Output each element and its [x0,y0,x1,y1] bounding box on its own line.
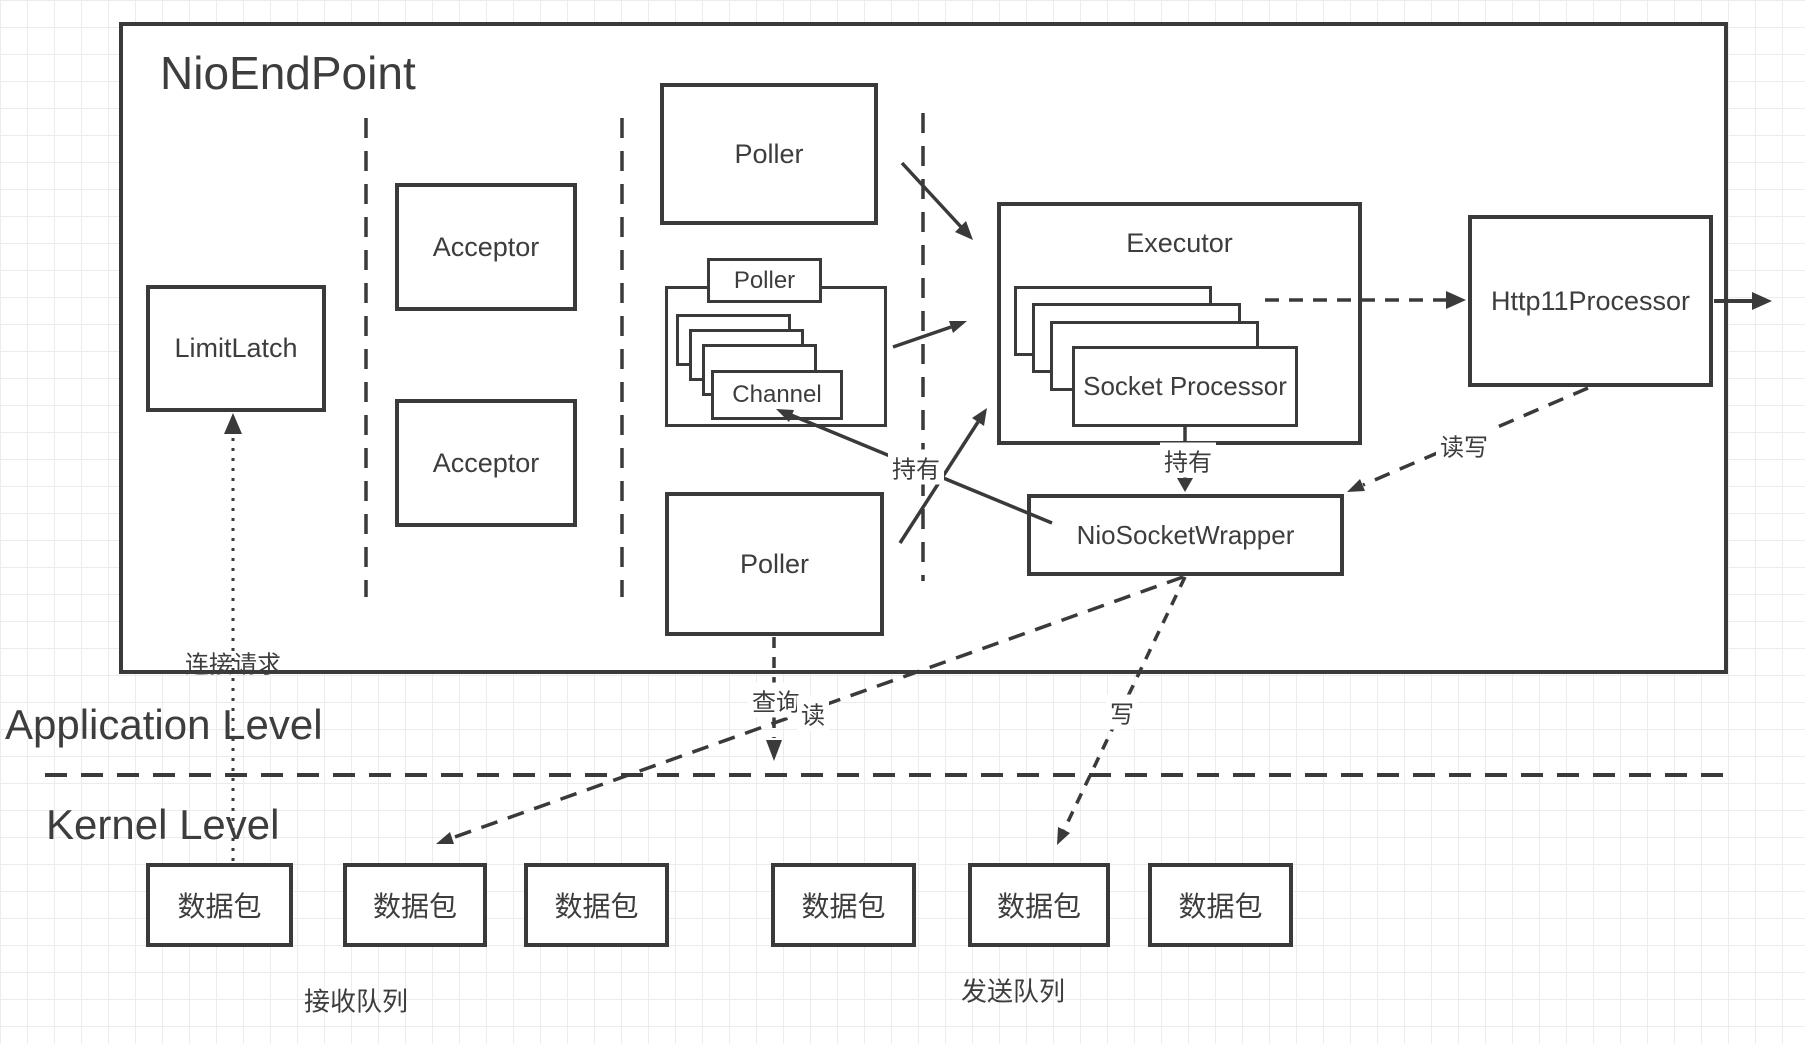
node-niosocketwrapper: NioSocketWrapper [1027,494,1344,576]
packet-label: 数据包 [801,891,886,922]
arrowhead [436,832,454,844]
nioendpoint-title: NioEndPoint [160,47,416,99]
send-queue-label: 发送队列 [960,976,1066,1007]
node-niosocketwrapper-label: NioSocketWrapper [1076,519,1295,550]
node-http11processor: Http11Processor [1468,215,1713,387]
hold-wrapper-label: 持有 [1160,442,1216,478]
node-poller-bottom: Poller [665,492,884,636]
node-poller-mid-label: Poller [733,266,796,294]
node-acceptor-bottom-label: Acceptor [432,447,540,478]
node-acceptor-top: Acceptor [395,183,577,311]
node-channel: Channel [711,370,843,420]
application-level-label: Application Level [5,701,323,748]
arrowhead [1752,292,1772,310]
packet-label: 数据包 [177,891,262,922]
packet-label: 数据包 [996,891,1081,922]
node-acceptor-bottom: Acceptor [395,399,577,527]
packet-box: 数据包 [146,863,293,947]
node-channel-label: Channel [732,381,822,408]
connection-request-label: 连接请求 [185,651,281,679]
hold-channel-label: 持有 [888,449,944,485]
read-write-label: 读写 [1436,427,1492,463]
node-limitlatch-label: LimitLatch [174,333,298,363]
packet-box: 数据包 [771,863,916,947]
packet-label: 数据包 [372,891,457,922]
kernel-level-label: Kernel Level [46,801,280,848]
node-socket-processor-label: Socket Processor [1083,370,1287,401]
node-http11processor-label: Http11Processor [1490,285,1691,316]
packet-box: 数据包 [343,863,487,947]
packet-box: 数据包 [1148,863,1293,947]
node-poller-mid: Poller [707,258,822,303]
node-acceptor-top-label: Acceptor [432,231,540,262]
packet-box: 数据包 [524,863,669,947]
read-label: 读 [797,695,829,731]
node-executor-label: Executor [1126,228,1233,258]
node-socket-processor: Socket Processor [1072,346,1298,427]
node-poller-top: Poller [660,83,878,225]
arrowhead [1057,827,1070,845]
packet-box: 数据包 [968,863,1110,947]
arrowhead [766,740,782,761]
node-poller-top-label: Poller [734,138,804,169]
write-label: 写 [1106,694,1138,730]
query-label: 查询 [748,682,804,718]
packet-label: 数据包 [554,891,639,922]
node-limitlatch: LimitLatch [146,285,326,412]
packet-label: 数据包 [1178,891,1263,922]
receive-queue-label: 接收队列 [303,986,409,1017]
node-poller-bottom-label: Poller [739,548,810,579]
